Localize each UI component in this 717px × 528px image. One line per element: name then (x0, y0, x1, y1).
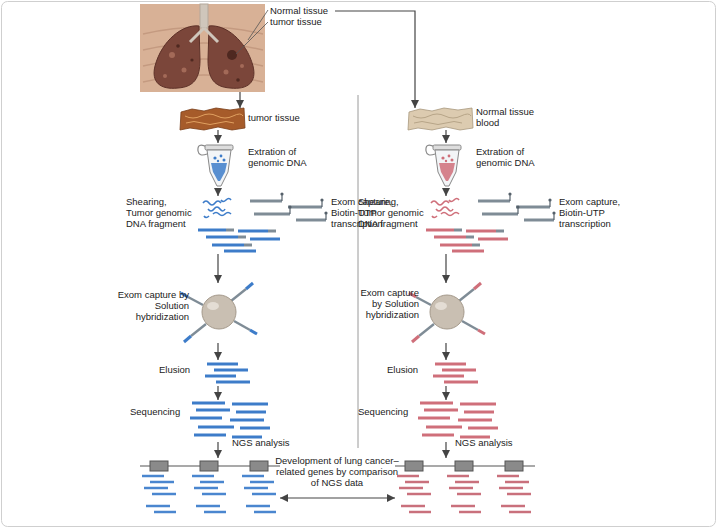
flow-arrow (445, 188, 446, 196)
step-label: Exom capture by Solution hybridization (357, 287, 419, 320)
edge-label: Development of lung cancer– related gene… (271, 455, 403, 488)
step-label: Shearing, Tumor genomic DNA fragment (126, 196, 194, 229)
lung-illustration (140, 4, 265, 92)
lung-illustration (190, 28, 218, 42)
fragment-step: Shearing, Tumor genomic DNA fragmentExom… (196, 196, 336, 254)
elution-step: Elusion (431, 360, 481, 386)
ngs-analysis-step: NGS analysis (140, 458, 280, 520)
normal-alignment (395, 461, 535, 512)
flow-arrow (217, 188, 218, 196)
extraction-step: Extration of genomic DNA (203, 143, 235, 188)
step-label: Shearing, Tumor genomic DNA fragment (358, 196, 424, 229)
lung-illustration (163, 74, 167, 78)
normal-workflow (409, 145, 556, 437)
elution-step: Elusion (203, 360, 253, 386)
flow-arrow (217, 442, 218, 458)
step-label: Normal tissue (270, 5, 342, 16)
flow-arrow (445, 254, 446, 283)
leader-line (236, 10, 268, 54)
lung-illustration (176, 44, 180, 48)
divider-line (358, 95, 359, 448)
lung-illustration (140, 4, 265, 92)
leader-line (236, 22, 268, 54)
lung-illustration (236, 78, 240, 82)
lung-illustration (200, 4, 208, 28)
flow-arrow (280, 497, 395, 498)
tissue-sample (408, 108, 473, 130)
step-label: Exom capture by Solution hybridization (111, 289, 189, 322)
flow-arrow (445, 442, 446, 458)
lung-illustration (227, 50, 237, 60)
flow-arrow (239, 92, 240, 108)
tissue-sample (185, 114, 243, 125)
tissue-sample (180, 108, 245, 130)
capture-step: Exom capture by Solution hybridization (421, 283, 483, 343)
tissue-sample (413, 114, 471, 125)
lung-illustration (190, 58, 193, 61)
capture-step: Exom capture by Solution hybridization (193, 283, 255, 343)
tissue-sample-node: Normal tissue blood (408, 108, 473, 130)
step-label: NGS analysis (232, 437, 302, 448)
tumor-alignment (140, 461, 280, 512)
extraction-step: Extration of genomic DNA (431, 143, 463, 188)
lung-illustration (154, 26, 200, 88)
lung-illustration (182, 68, 187, 73)
tissue-sample-node: tumor tissue (180, 108, 245, 130)
flow-arrow (445, 343, 446, 360)
flow-arrow (217, 130, 218, 143)
flow-arrow (335, 11, 415, 108)
flow-arrow (217, 254, 218, 283)
step-label: Sequencing (130, 406, 186, 417)
step-label: Elusion (387, 364, 429, 375)
step-label: Sequencing (358, 406, 414, 417)
tumor-workflow (181, 145, 328, 437)
lung-illustration (208, 26, 254, 88)
lung-illustration (176, 44, 240, 82)
sequencing-step: Sequencing (188, 400, 273, 442)
step-label: tumor tissue (270, 16, 342, 27)
flow-arrow (445, 130, 446, 143)
lung-illustration (169, 52, 175, 58)
fragment-step: Shearing, Tumor genomic DNA fragmentExom… (424, 196, 564, 254)
step-label: Normal tissue blood (476, 106, 536, 128)
flow-arrow (445, 386, 446, 400)
sequencing-step: Sequencing (416, 400, 501, 442)
flow-arrow (217, 386, 218, 400)
step-label: Exom capture, Biotin-UTP transcription (559, 196, 637, 229)
step-label: tumor tissue (248, 112, 320, 123)
lung-illustration-node: Normal tissuetumor tissue (140, 4, 335, 92)
lung-illustration (240, 64, 244, 68)
step-label: Extration of genomic DNA (476, 146, 548, 168)
step-label: NGS analysis (455, 437, 525, 448)
lung-illustration (224, 70, 229, 75)
step-label: Elusion (159, 364, 201, 375)
ngs-analysis-step: NGS analysis (395, 458, 535, 520)
step-label: Extration of genomic DNA (248, 146, 320, 168)
flow-arrow (217, 343, 218, 360)
tissue-sample (180, 108, 473, 130)
